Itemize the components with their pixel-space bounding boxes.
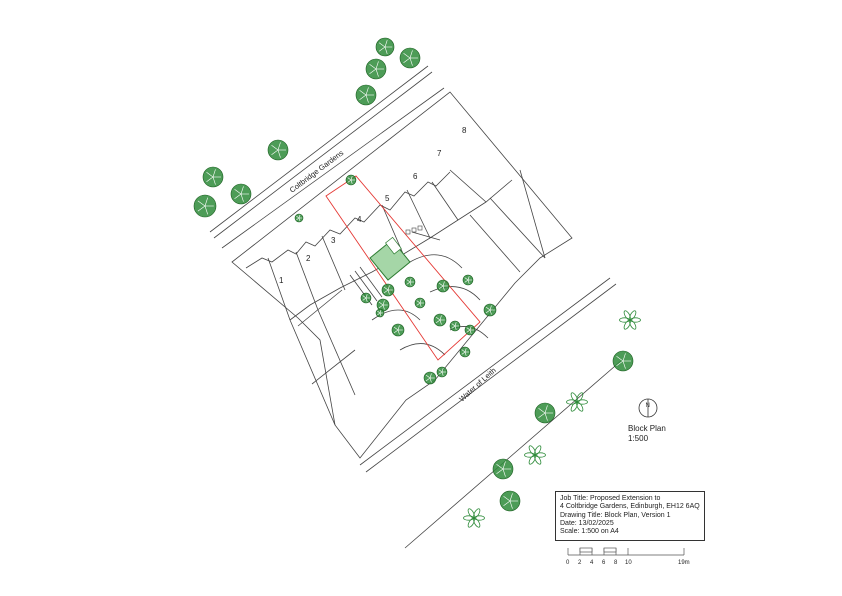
- garden-curve: [399, 343, 446, 356]
- party-wall: [295, 251, 319, 311]
- tree-icon: [534, 402, 556, 424]
- terrace-edge: [411, 231, 441, 241]
- street-label: Coltbridge Gardens: [288, 148, 346, 194]
- terrace-edge: [354, 270, 378, 302]
- scale-label: 19m: [678, 560, 690, 566]
- plot-number: 2: [306, 254, 311, 263]
- tree-icon: [459, 346, 471, 358]
- tree-icon: [193, 194, 217, 218]
- tree-icon: [399, 47, 421, 69]
- north-arrow: N: [638, 398, 658, 418]
- tree-icon: [381, 283, 395, 297]
- plot-number: 1: [279, 276, 284, 285]
- tree-icon: [462, 274, 474, 286]
- party-wall: [406, 189, 431, 239]
- drawing-date: Date: 13/02/2025: [560, 519, 614, 527]
- block-plan-label: Block Plan 1:500: [628, 424, 666, 443]
- tree-icon: [464, 324, 476, 336]
- tree-icon: [345, 174, 357, 186]
- tree-icon: [566, 392, 588, 412]
- tree-icon: [499, 490, 521, 512]
- terrace-edge: [359, 266, 383, 298]
- garden-curve: [429, 286, 481, 301]
- tree-icon: [449, 320, 461, 332]
- river-label: Water of Leith: [457, 366, 498, 404]
- riverbank: [365, 283, 617, 473]
- garden-wall: [489, 197, 546, 259]
- road-edge: [221, 87, 445, 249]
- tree-icon: [376, 298, 390, 312]
- tree-icon: [355, 84, 377, 106]
- scale-label: 8: [614, 560, 618, 566]
- tree-icon: [436, 279, 450, 293]
- garden-curve: [409, 254, 463, 269]
- garden-wall: [317, 309, 356, 396]
- proposed-extension: [369, 239, 411, 281]
- garden-wall: [311, 349, 356, 385]
- garden-wall: [469, 214, 521, 273]
- tree-icon: [365, 58, 387, 80]
- scale-bar: [567, 547, 685, 556]
- drawing-scale: Scale: 1:500 on A4: [560, 528, 619, 536]
- plot-number: 4: [357, 215, 362, 224]
- party-wall: [431, 181, 459, 221]
- riverbank: [404, 359, 623, 549]
- job-title-line2: 4 Coltbridge Gardens, Edinburgh, EH12 6A…: [560, 503, 700, 511]
- tree-icon: [375, 37, 395, 57]
- plot-number: 7: [437, 149, 442, 158]
- plot-number: 3: [331, 236, 336, 245]
- garden-wall: [519, 169, 546, 259]
- tree-icon: [414, 297, 426, 309]
- tree-icon: [230, 183, 252, 205]
- tree-icon: [492, 458, 514, 480]
- title-block: Job Title: Proposed Extension to 4 Coltb…: [555, 491, 705, 541]
- tree-icon: [391, 323, 405, 337]
- tree-icon: [612, 350, 634, 372]
- tree-icon: [433, 313, 447, 327]
- job-title-line1: Job Title: Proposed Extension to: [560, 495, 661, 502]
- tree-icon: [294, 213, 304, 223]
- road-edge: [213, 71, 433, 239]
- tree-icon: [375, 308, 385, 318]
- tree-icon: [360, 292, 372, 304]
- plot-number: 6: [413, 172, 418, 181]
- site-boundary: [325, 175, 481, 361]
- drawing-title: Drawing Title: Block Plan, Version 1: [560, 511, 671, 519]
- tree-icon: [524, 445, 546, 465]
- road-edge: [209, 65, 429, 233]
- tree-icon: [404, 276, 416, 288]
- tree-icon: [619, 310, 641, 330]
- north-letter: N: [646, 403, 650, 409]
- extension-rooflight: [385, 236, 402, 255]
- garden-wall: [297, 289, 343, 327]
- block-plan-title: Block Plan: [628, 424, 666, 433]
- party-wall: [449, 169, 487, 203]
- rooflight-icons: [405, 225, 423, 235]
- trees: [193, 37, 641, 528]
- plot-number: 8: [462, 126, 467, 135]
- tree-icon: [463, 508, 485, 528]
- garden-wall: [289, 319, 336, 426]
- block-outline: [231, 91, 573, 459]
- scale-label: 2: [578, 560, 582, 566]
- scale-label: 4: [590, 560, 594, 566]
- tree-icon: [267, 139, 289, 161]
- tree-icon: [423, 371, 437, 385]
- party-wall: [321, 235, 346, 291]
- scale-label: 0: [566, 560, 570, 566]
- scale-label: 10: [625, 560, 632, 566]
- tree-icon: [483, 303, 497, 317]
- party-wall: [267, 257, 291, 321]
- plot-number: 5: [385, 194, 390, 203]
- block-plan-scale: 1:500: [628, 433, 649, 443]
- garden-curve: [371, 309, 421, 321]
- tree-icon: [202, 166, 224, 188]
- riverbank: [359, 277, 611, 466]
- scale-label: 6: [602, 560, 606, 566]
- front-building-line: [245, 171, 451, 269]
- tree-icon: [436, 366, 448, 378]
